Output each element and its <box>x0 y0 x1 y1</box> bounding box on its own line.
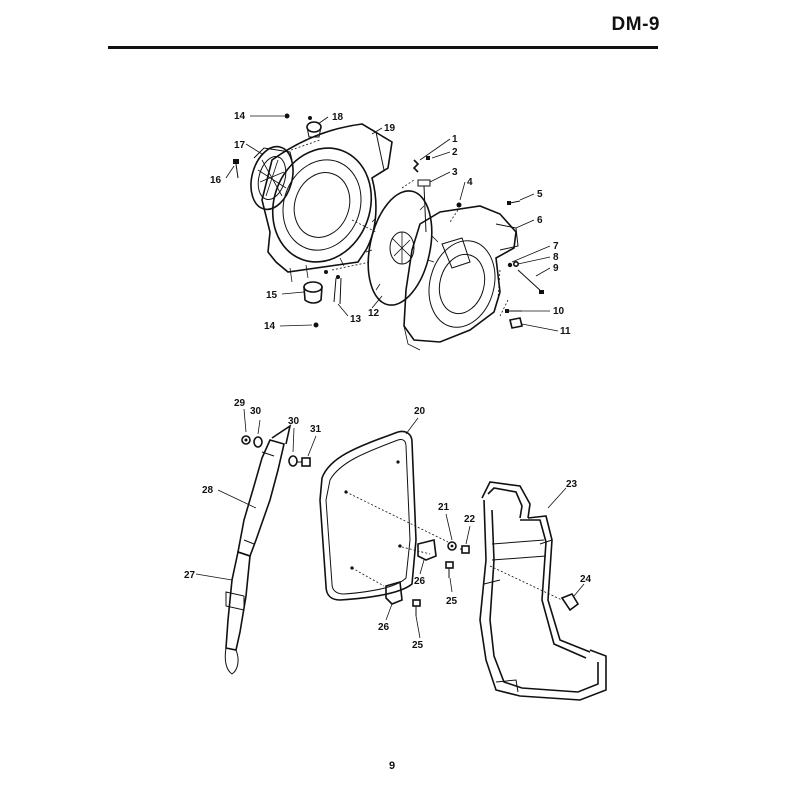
nut-7-part <box>507 262 513 268</box>
callout-29: 29 <box>234 398 246 409</box>
callout-3: 3 <box>452 167 458 178</box>
spring-1-part <box>412 159 420 173</box>
bolt-31-part <box>296 457 311 467</box>
callout-22: 22 <box>464 514 476 525</box>
shoulder-strap-assembly <box>224 424 292 675</box>
page-number: 9 <box>388 760 396 772</box>
callout-7: 7 <box>553 241 559 252</box>
callout-1: 1 <box>452 134 458 145</box>
backpack-frame-part <box>479 481 607 701</box>
callout-30-right: 30 <box>288 416 300 427</box>
callout-10: 10 <box>553 306 565 317</box>
callout-14-top: 14 <box>234 111 246 122</box>
callout-15: 15 <box>266 290 278 301</box>
callout-17: 17 <box>234 140 246 151</box>
bracket-26-upper-part <box>417 539 437 561</box>
callout-14-bottom: 14 <box>264 321 276 332</box>
callout-8: 8 <box>553 252 559 263</box>
knob-24-part <box>489 565 580 612</box>
screw-16-part <box>233 159 239 179</box>
callout-19: 19 <box>384 123 396 134</box>
callout-11: 11 <box>560 326 571 337</box>
bolt-25-upper-part <box>445 561 454 578</box>
callout-6: 6 <box>537 215 543 226</box>
callout-18: 18 <box>332 112 344 123</box>
rod-3-part <box>417 179 431 233</box>
callout-30-left: 30 <box>250 406 262 417</box>
callout-13: 13 <box>350 314 362 325</box>
bolt-22-part <box>460 545 470 554</box>
nut-29-core <box>244 438 248 442</box>
callout-26-lower: 26 <box>378 622 390 633</box>
washer-8-part <box>512 260 519 267</box>
bracket-26-lower-part <box>385 580 403 605</box>
fan-housing-part <box>261 123 393 283</box>
screw-10-part <box>505 309 522 313</box>
page-header-title: DM-9 <box>611 14 660 35</box>
nut-14-bottom-part <box>313 322 319 328</box>
callout-2: 2 <box>452 147 458 158</box>
bushing-18-part <box>306 116 322 138</box>
washer-30-left-part <box>253 436 263 448</box>
callout-24: 24 <box>580 574 592 585</box>
blower-housing-assembly <box>233 113 544 351</box>
grommet-11-part <box>509 317 523 329</box>
nut-21-part <box>447 541 457 551</box>
callout-21: 21 <box>438 502 450 513</box>
callout-23: 23 <box>566 479 578 490</box>
callout-9: 9 <box>553 263 559 274</box>
callout-28: 28 <box>202 485 214 496</box>
cap-15-part <box>303 281 323 304</box>
callout-labels: 1 2 3 4 5 6 7 8 9 10 11 12 13 14 14 15 1… <box>184 111 592 651</box>
blower-housing-right-part <box>403 205 519 351</box>
bolt-25-lower-part <box>412 599 421 616</box>
nut-29-part <box>241 435 251 445</box>
callout-25-upper: 25 <box>446 596 458 607</box>
screw-4-part <box>456 202 462 208</box>
washer-30-right-part <box>288 455 298 467</box>
callout-31: 31 <box>310 424 322 435</box>
callout-12: 12 <box>368 308 380 319</box>
back-pad-part <box>319 430 417 601</box>
callout-26-upper: 26 <box>414 576 426 587</box>
clip-2-part <box>426 156 430 160</box>
fan-impeller-part <box>365 190 435 306</box>
callout-leaders <box>195 115 585 639</box>
callout-4: 4 <box>467 177 473 188</box>
nut-14-top-part <box>284 113 290 119</box>
callout-27: 27 <box>184 570 196 581</box>
pins-13-part <box>324 270 342 305</box>
starter-cover-part <box>250 145 294 211</box>
bolt-9-part <box>517 269 544 294</box>
header-rule <box>108 46 658 49</box>
callout-25-lower: 25 <box>412 640 424 651</box>
callout-16: 16 <box>210 175 222 186</box>
screw-5-part <box>507 200 521 205</box>
callout-20: 20 <box>414 406 426 417</box>
callout-5: 5 <box>537 189 543 200</box>
